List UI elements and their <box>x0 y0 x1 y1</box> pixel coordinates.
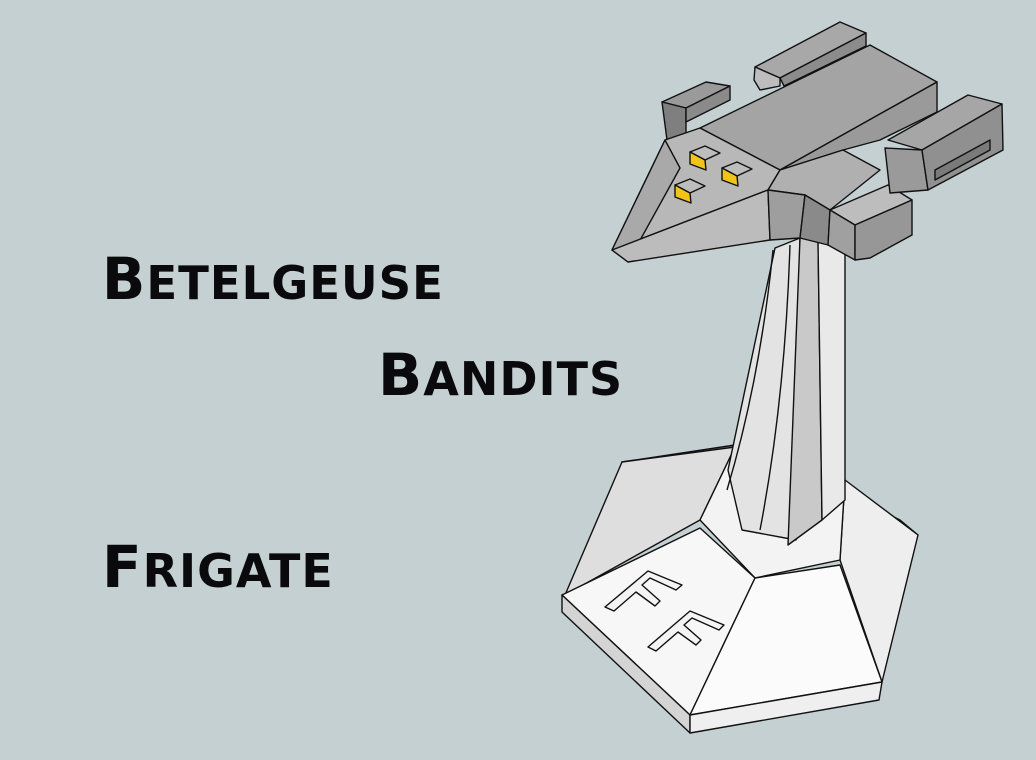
title-line-betelgeuse: BETELGEUSE <box>102 250 444 308</box>
window-3 <box>674 184 692 204</box>
title-line-1-rest: ETELGEUSE <box>146 256 444 310</box>
title-line-1-cap: B <box>102 245 147 313</box>
support-stem <box>726 237 846 546</box>
title-line-frigate: FRIGATE <box>102 538 334 596</box>
title-line-bandits: BANDITS <box>378 346 623 404</box>
base-ff-marking <box>604 570 725 652</box>
title-line-3-rest: RIGATE <box>142 544 334 598</box>
bridge-windows <box>674 145 753 204</box>
ship-hull <box>611 21 1004 263</box>
title-line-2-rest: ANDITS <box>423 352 624 406</box>
window-1 <box>689 151 707 171</box>
title-line-2-cap: B <box>378 341 424 409</box>
title-line-3-cap: F <box>102 533 143 601</box>
window-2 <box>721 167 739 187</box>
